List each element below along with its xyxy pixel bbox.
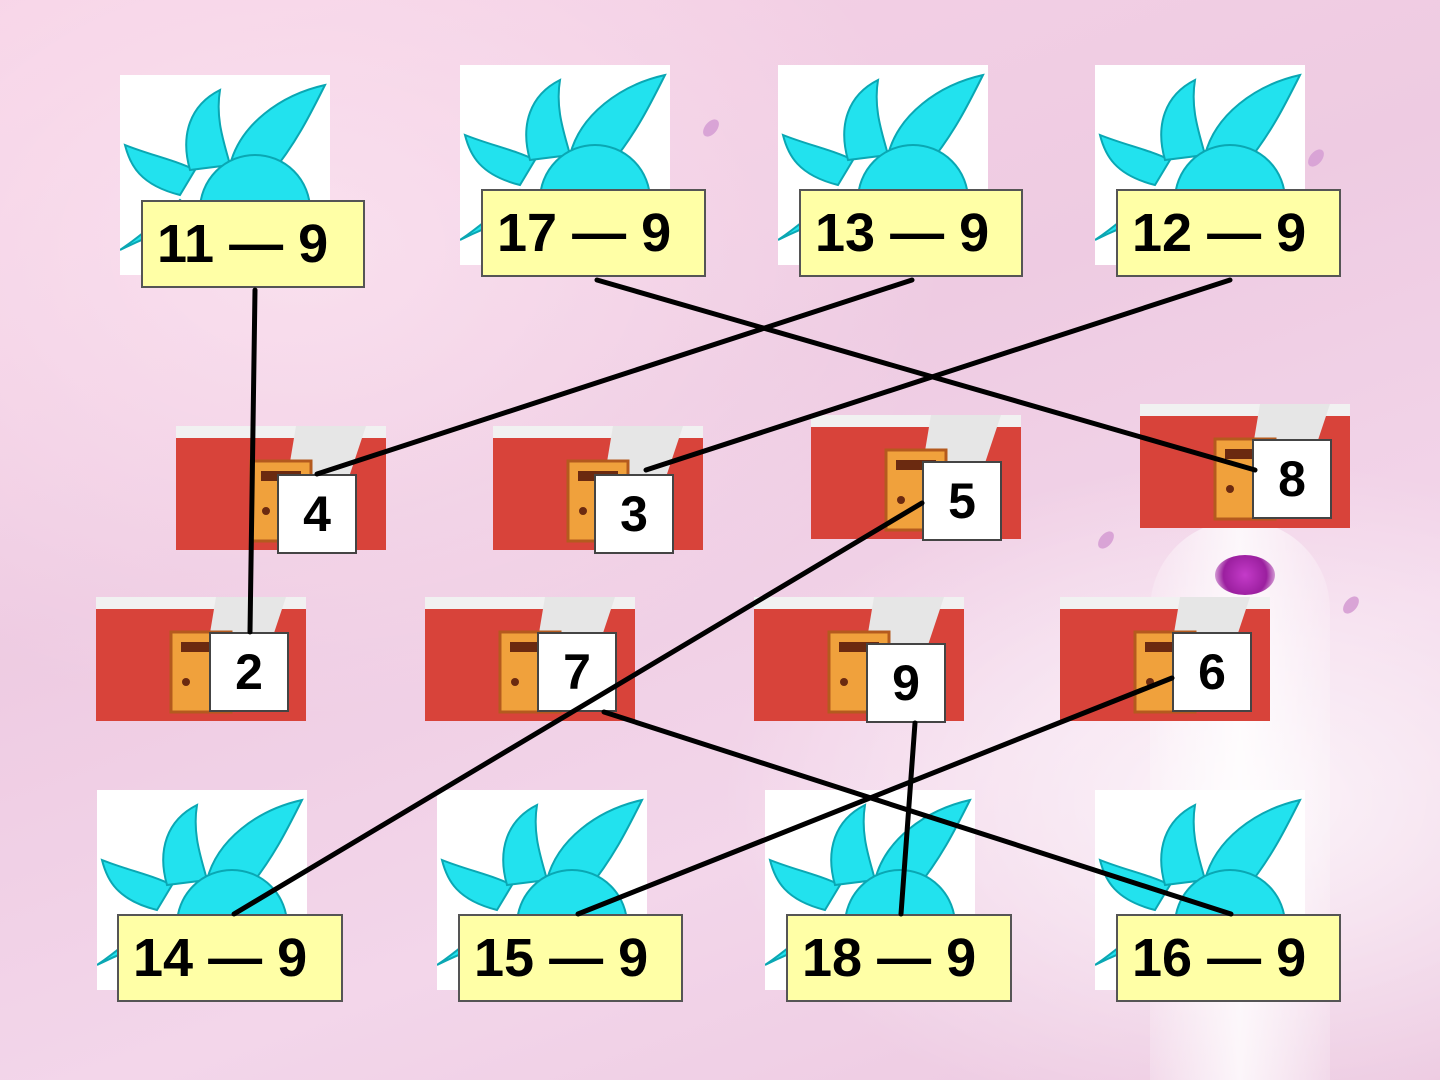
match-line — [594, 277, 1258, 473]
expression-card[interactable]: 12 ― 9 — [1116, 189, 1341, 277]
answer-box[interactable]: 9 — [866, 643, 946, 723]
answer-box[interactable]: 6 — [1172, 632, 1252, 712]
expression-card[interactable]: 15 ― 9 — [458, 914, 683, 1002]
match-line — [247, 287, 258, 635]
expression-card[interactable]: 17 ― 9 — [481, 189, 706, 277]
match-line — [314, 277, 915, 477]
flower-decoration — [1215, 555, 1275, 595]
answer-box[interactable]: 3 — [594, 474, 674, 554]
match-line — [575, 675, 1175, 917]
expression-card[interactable]: 16 ― 9 — [1116, 914, 1341, 1002]
answer-box[interactable]: 4 — [277, 474, 357, 554]
match-line — [898, 720, 918, 917]
expression-card[interactable]: 11 ― 9 — [141, 200, 365, 288]
expression-card[interactable]: 14 ― 9 — [117, 914, 343, 1002]
match-line — [643, 277, 1233, 473]
match-line — [231, 500, 925, 917]
answer-box[interactable]: 8 — [1252, 439, 1332, 519]
match-line — [601, 709, 1234, 917]
expression-card[interactable]: 13 ― 9 — [799, 189, 1023, 277]
answer-box[interactable]: 2 — [209, 632, 289, 712]
expression-card[interactable]: 18 ― 9 — [786, 914, 1012, 1002]
